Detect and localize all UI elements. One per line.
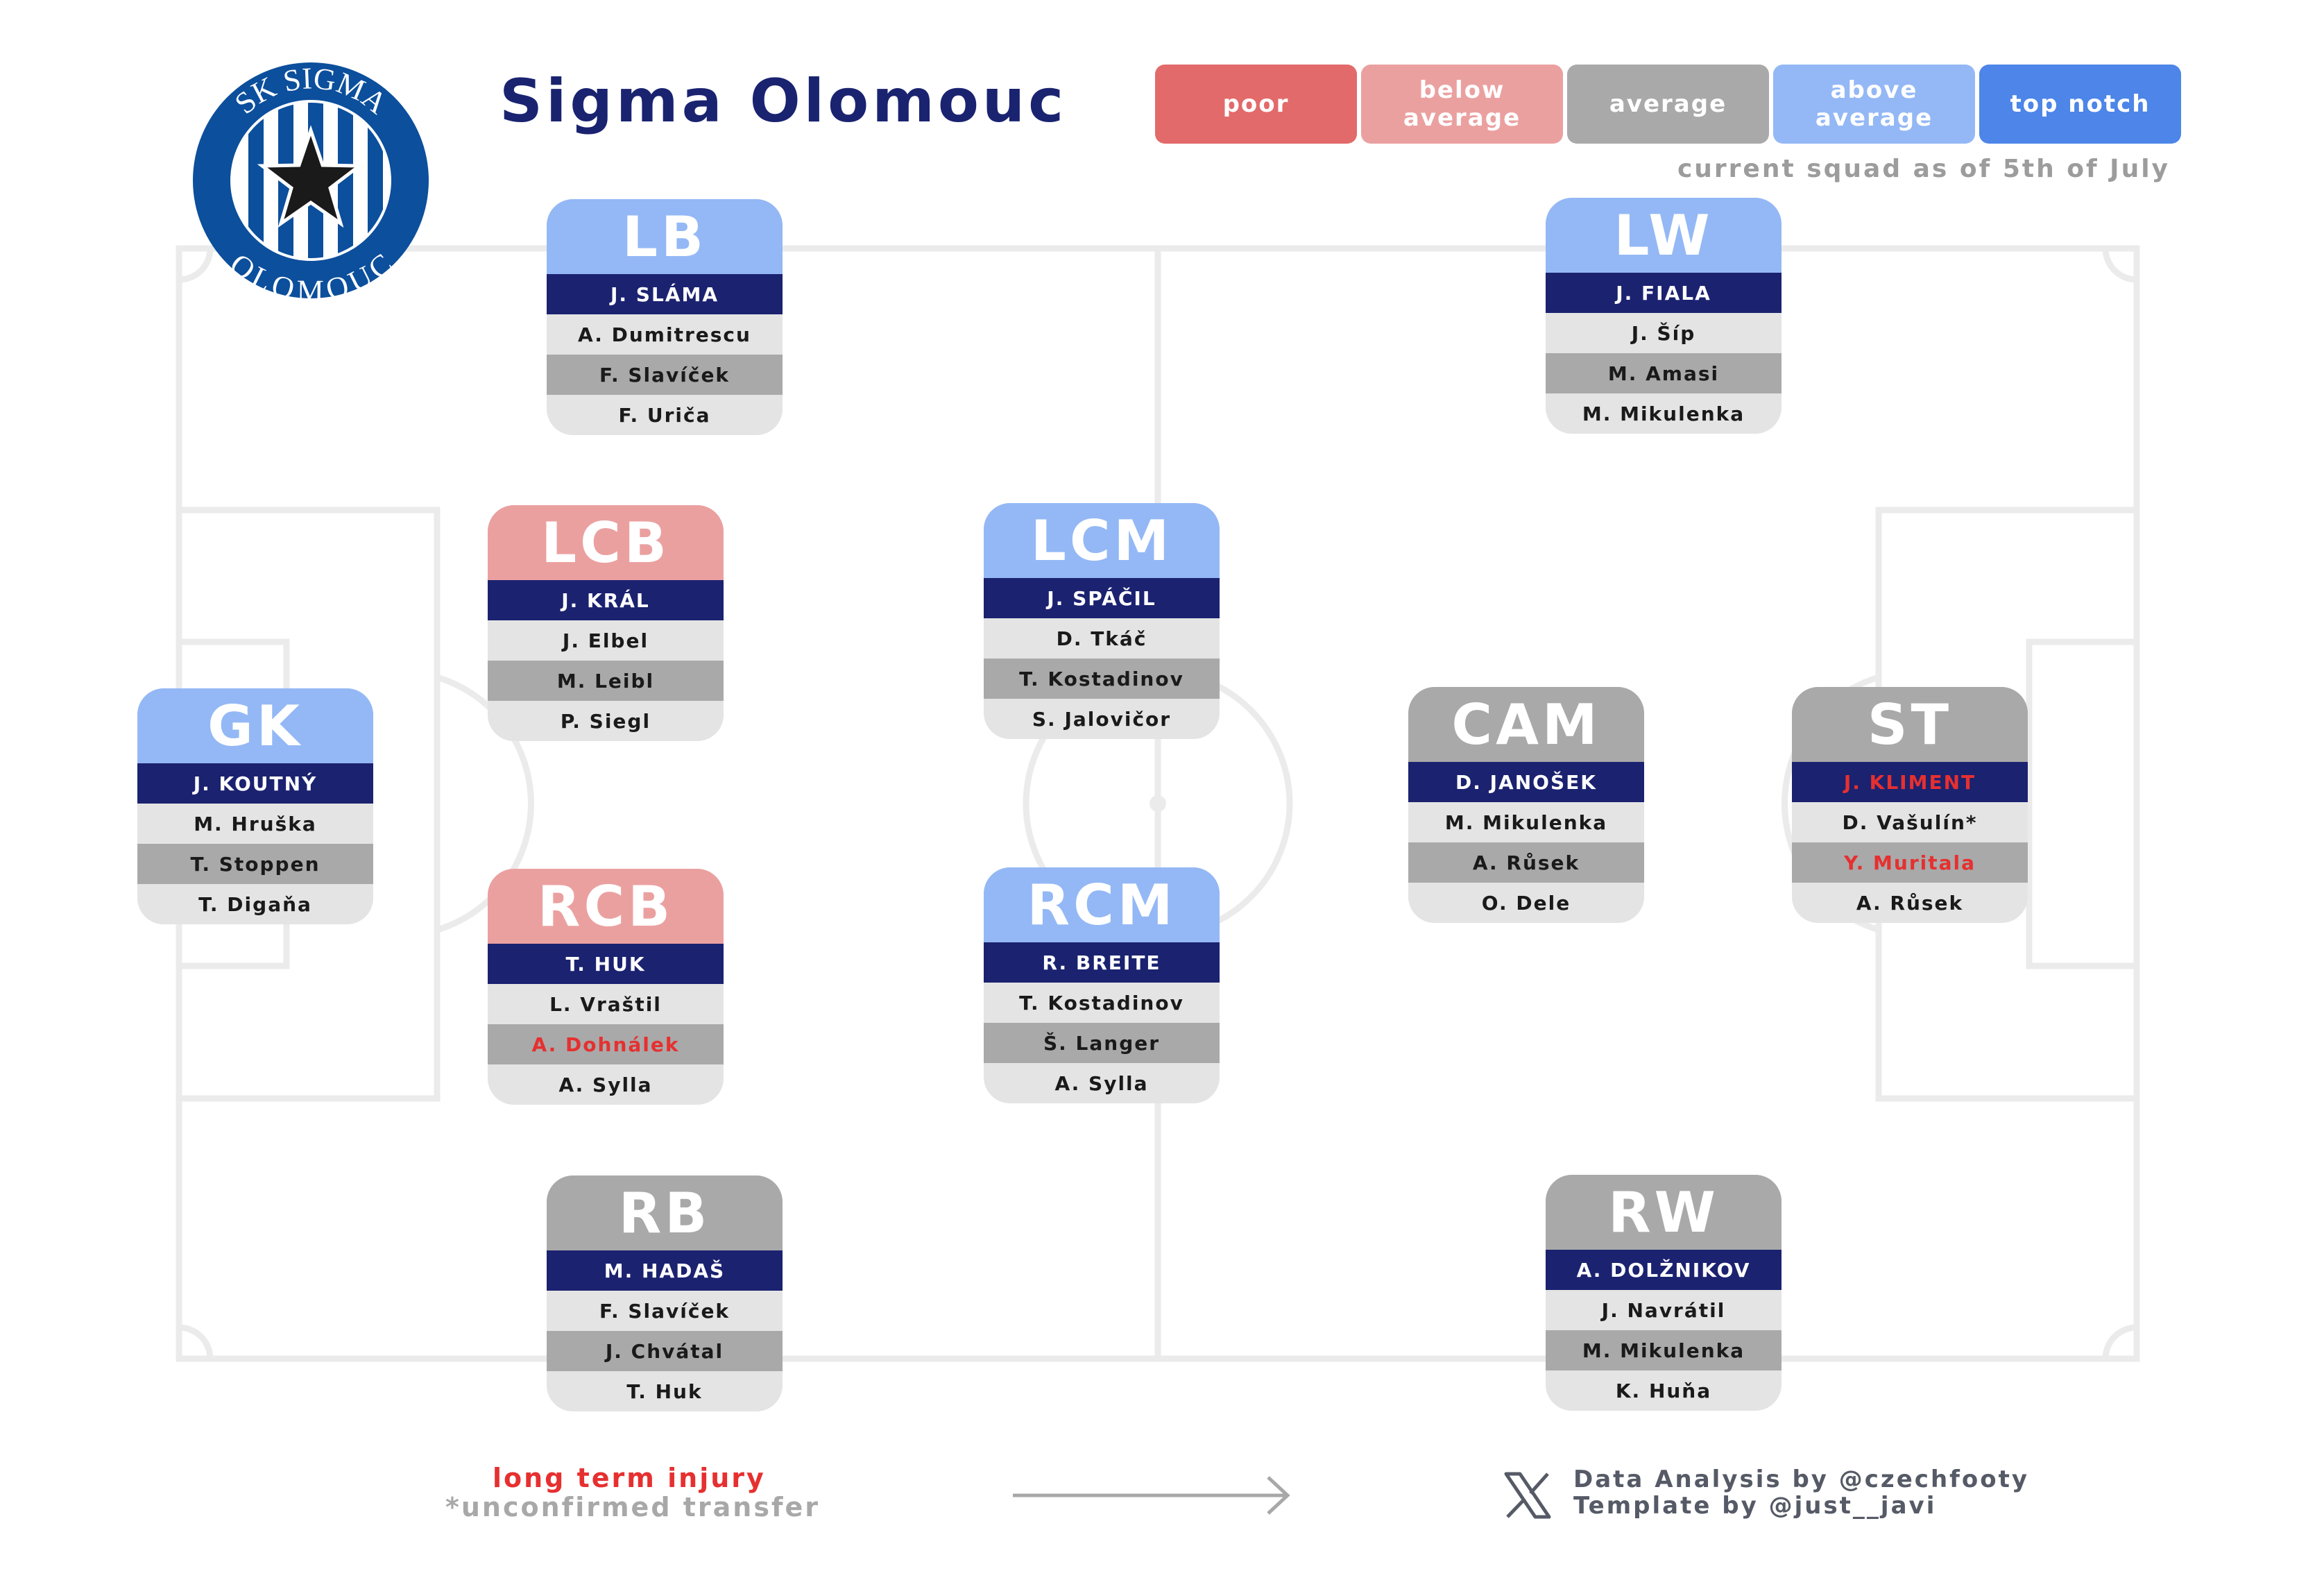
position-label: GK bbox=[137, 688, 373, 763]
legend-top-notch: top notch bbox=[1979, 65, 2181, 144]
x-logo-icon bbox=[1504, 1472, 1551, 1519]
legend-poor: poor bbox=[1155, 65, 1357, 144]
position-label: LCM bbox=[984, 503, 1220, 578]
position-card-rb: RB M. HADAŠ F. Slavíček J. Chvátal T. Hu… bbox=[547, 1175, 783, 1411]
starter-player: T. HUK bbox=[488, 944, 724, 984]
starter-player: A. DOLŽNIKOV bbox=[1546, 1250, 1782, 1290]
starter-player: J. SLÁMA bbox=[547, 274, 783, 314]
backup-player: T. Huk bbox=[547, 1371, 783, 1411]
backup-player: J. Šíp bbox=[1546, 313, 1782, 353]
injured-player: Y. Muritala bbox=[1792, 842, 2028, 883]
star-icon bbox=[257, 125, 365, 228]
arrow-right-icon bbox=[1013, 1476, 1290, 1515]
backup-player: M. Mikulenka bbox=[1546, 393, 1782, 434]
backup-player: M. Mikulenka bbox=[1546, 1330, 1782, 1370]
backup-player: J. Chvátal bbox=[547, 1331, 783, 1371]
legend-above-average: above average bbox=[1773, 65, 1975, 144]
position-label: LB bbox=[547, 199, 783, 274]
backup-player: M. Hruška bbox=[137, 804, 373, 844]
position-card-st: ST J. KLIMENT D. Vašulín* Y. Muritala A.… bbox=[1792, 687, 2028, 923]
transfer-legend: *unconfirmed transfer bbox=[445, 1492, 821, 1522]
backup-player: M. Leibl bbox=[488, 661, 724, 701]
squad-date: current squad as of 5th of July bbox=[1677, 155, 2170, 183]
position-label: RW bbox=[1546, 1175, 1782, 1250]
team-title: Sigma Olomouc bbox=[499, 67, 1068, 136]
backup-player: A. Růsek bbox=[1792, 883, 2028, 923]
position-label: CAM bbox=[1408, 687, 1644, 762]
backup-player: A. Sylla bbox=[488, 1064, 724, 1105]
backup-player: F. Slavíček bbox=[547, 1291, 783, 1331]
club-logo: SK SIGMA OLOMOUC bbox=[193, 61, 429, 300]
backup-player: F. Slavíček bbox=[547, 355, 783, 395]
starter-player: M. HADAŠ bbox=[547, 1250, 783, 1291]
injured-player: A. Dohnálek bbox=[488, 1024, 724, 1064]
position-label: RCM bbox=[984, 867, 1220, 942]
backup-player: D. Vašulín* bbox=[1792, 802, 2028, 842]
backup-player: D. Tkáč bbox=[984, 618, 1220, 659]
injury-legend: long term injury bbox=[493, 1463, 766, 1493]
backup-player: Š. Langer bbox=[984, 1023, 1220, 1063]
starter-player: J. SPÁČIL bbox=[984, 578, 1220, 618]
backup-player: F. Uriča bbox=[547, 395, 783, 435]
starter-player: R. BREITE bbox=[984, 942, 1220, 983]
backup-player: J. Elbel bbox=[488, 620, 724, 661]
starter-player: J. KOUTNÝ bbox=[137, 763, 373, 804]
position-label: LW bbox=[1546, 198, 1782, 273]
injured-starter-player: J. KLIMENT bbox=[1792, 762, 2028, 802]
backup-player: T. Digaňa bbox=[137, 884, 373, 924]
position-card-lcm: LCM J. SPÁČIL D. Tkáč T. Kostadinov S. J… bbox=[984, 503, 1220, 739]
backup-player: A. Růsek bbox=[1408, 842, 1644, 883]
backup-player: O. Dele bbox=[1408, 883, 1644, 923]
position-card-lw: LW J. FIALA J. Šíp M. Amasi M. Mikulenka bbox=[1546, 198, 1782, 434]
position-label: RCB bbox=[488, 869, 724, 944]
data-analysis-credit: Data Analysis by @czechfooty bbox=[1573, 1466, 2030, 1493]
position-card-lcb: LCB J. KRÁL J. Elbel M. Leibl P. Siegl bbox=[488, 505, 724, 741]
position-card-gk: GK J. KOUTNÝ M. Hruška T. Stoppen T. Dig… bbox=[137, 688, 373, 924]
starter-player: D. JANOŠEK bbox=[1408, 762, 1644, 802]
starter-player: J. FIALA bbox=[1546, 273, 1782, 313]
backup-player: L. Vraštil bbox=[488, 984, 724, 1024]
position-card-cam: CAM D. JANOŠEK M. Mikulenka A. Růsek O. … bbox=[1408, 687, 1644, 923]
backup-player: M. Amasi bbox=[1546, 353, 1782, 393]
legend-below-average: below average bbox=[1361, 65, 1563, 144]
backup-player: A. Dumitrescu bbox=[547, 314, 783, 355]
position-label: LCB bbox=[488, 505, 724, 580]
position-label: RB bbox=[547, 1175, 783, 1250]
position-card-rw: RW A. DOLŽNIKOV J. Navrátil M. Mikulenka… bbox=[1546, 1175, 1782, 1411]
template-credit: Template by @just__javi bbox=[1573, 1492, 1937, 1520]
backup-player: S. Jalovičor bbox=[984, 699, 1220, 739]
backup-player: K. Huňa bbox=[1546, 1370, 1782, 1411]
starter-player: J. KRÁL bbox=[488, 580, 724, 620]
position-card-rcm: RCM R. BREITE T. Kostadinov Š. Langer A.… bbox=[984, 867, 1220, 1103]
position-card-lb: LB J. SLÁMA A. Dumitrescu F. Slavíček F.… bbox=[547, 199, 783, 435]
rating-legend: poor below average average above average… bbox=[1155, 65, 2181, 144]
backup-player: P. Siegl bbox=[488, 701, 724, 741]
backup-player: A. Sylla bbox=[984, 1063, 1220, 1103]
backup-player: T. Kostadinov bbox=[984, 659, 1220, 699]
backup-player: T. Stoppen bbox=[137, 844, 373, 884]
position-card-rcb: RCB T. HUK L. Vraštil A. Dohnálek A. Syl… bbox=[488, 869, 724, 1105]
legend-average: average bbox=[1567, 65, 1769, 144]
position-label: ST bbox=[1792, 687, 2028, 762]
backup-player: T. Kostadinov bbox=[984, 983, 1220, 1023]
backup-player: M. Mikulenka bbox=[1408, 802, 1644, 842]
backup-player: J. Navrátil bbox=[1546, 1290, 1782, 1330]
